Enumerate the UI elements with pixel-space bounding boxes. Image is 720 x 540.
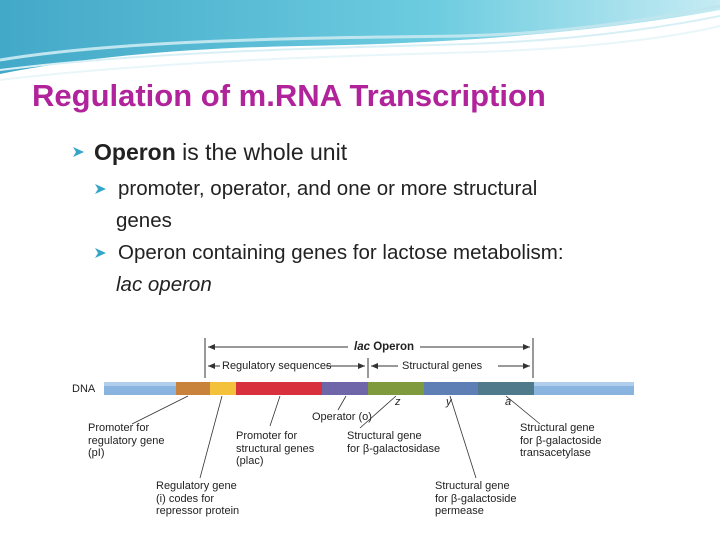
bullet-arrow-icon <box>95 184 106 194</box>
regulatory-sequences-label: Regulatory sequences <box>222 360 332 372</box>
pointer-promoter-plac <box>269 395 281 427</box>
pointer-promoter-pI <box>131 395 189 425</box>
segment-promoter-plac <box>236 382 322 395</box>
lac-operon-label: lac Operon <box>354 341 415 353</box>
pointer-regulatory-gene <box>199 395 223 479</box>
sub-bullet-promoter: promoter, operator, and one or more stru… <box>94 173 692 237</box>
structural-gene-z-label: Structural gene for β-galactosidase <box>347 430 441 455</box>
pointer-operator <box>337 395 347 411</box>
dna-label: DNA <box>72 383 96 395</box>
structural-gene-y-label: Structural gene for β-galactoside permea… <box>435 480 517 517</box>
operon-term: Operon <box>94 139 176 165</box>
sub-bullet-promoter-line1: promoter, operator, and one or more stru… <box>118 177 538 200</box>
regulatory-gene-label: Regulatory gene (i) codes for repressor … <box>156 480 240 517</box>
promoter-structural-genes-label: Promoter for structural genes (plac) <box>236 430 315 467</box>
pointer-gene-y <box>449 395 477 479</box>
segment-gene-z <box>368 382 424 395</box>
pointer-gene-z <box>359 395 397 429</box>
bullet-arrow-icon <box>95 248 106 258</box>
promoter-regulatory-gene-label: Promoter for regulatory gene (pI) <box>88 422 165 459</box>
segment-gene-y <box>424 382 478 395</box>
bullet-list: Operon is the whole unit promoter, opera… <box>72 138 692 301</box>
gene-z-label: z <box>395 396 401 408</box>
sub-bullet-promoter-line2: genes <box>116 209 172 232</box>
pointer-gene-a <box>505 395 541 425</box>
lac-operon-diagram: lac Operon Regulatory sequences Structur… <box>70 330 640 540</box>
segment-promoter-pI <box>176 382 210 395</box>
segment-operator <box>322 382 368 395</box>
sub-bullet-lactose-line2: lac operon <box>116 273 212 296</box>
structural-gene-a-label: Structural gene for β-galactoside transa… <box>520 422 602 459</box>
operon-definition: is the whole unit <box>175 139 348 165</box>
slide-title: Regulation of m.RNA Transcription <box>32 78 546 113</box>
structural-genes-label: Structural genes <box>402 360 483 372</box>
bullet-arrow-icon <box>73 147 84 157</box>
gene-y-label: y <box>446 396 452 408</box>
header-wave-decoration <box>0 0 720 81</box>
lac-operon-graphic <box>104 338 634 479</box>
segment-regulatory-gene-i <box>210 382 236 395</box>
gene-a-label: a <box>505 396 512 408</box>
sub-bullet-lactose-line1: Operon containing genes for lactose meta… <box>118 241 564 264</box>
bullet-operon: Operon is the whole unit <box>72 138 692 166</box>
segment-gene-a <box>478 382 534 395</box>
operator-label: Operator (o) <box>312 411 372 423</box>
sub-bullet-lactose: Operon containing genes for lactose meta… <box>94 237 692 301</box>
